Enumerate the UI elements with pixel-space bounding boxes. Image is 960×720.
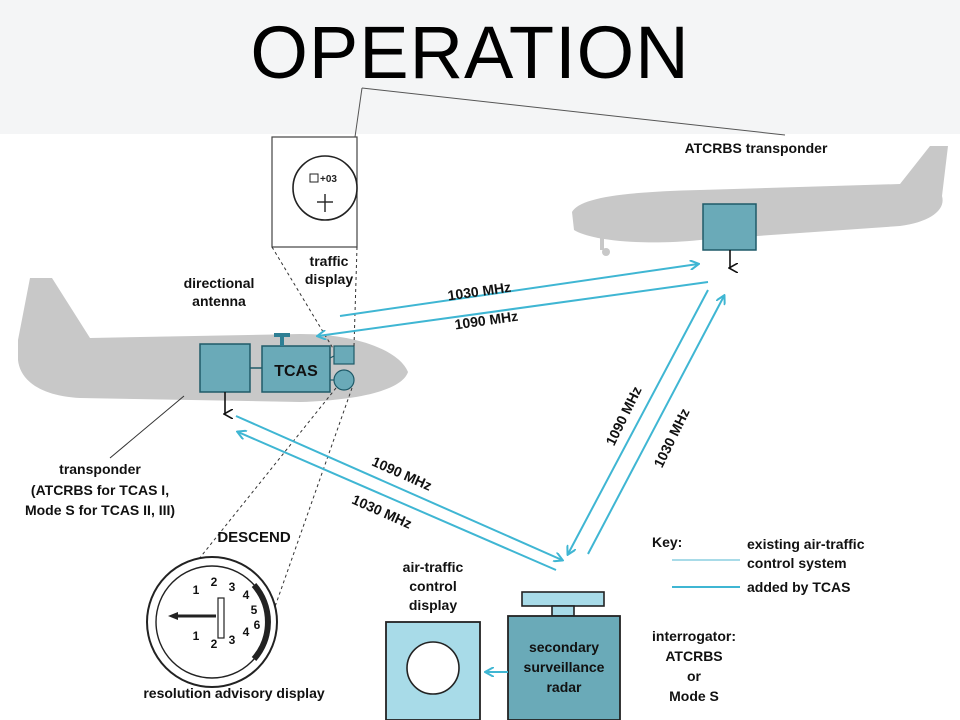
traffic-target-icon	[309, 173, 319, 183]
ra-dial-number: 4	[243, 625, 250, 639]
traffic-label: traffic	[310, 253, 349, 269]
directional-label: directional	[184, 275, 255, 291]
descend-label: DESCEND	[217, 529, 291, 546]
tcas-to-atcrbs-1030	[339, 264, 698, 317]
own-aircraft-icon	[317, 194, 333, 212]
display-label: display	[305, 271, 353, 287]
radar-to-atcrbs-1030	[587, 296, 724, 555]
traffic-display-scope	[292, 155, 358, 221]
transponder-sub2: Mode S for TCAS II, III)	[25, 502, 175, 518]
transponder-leader-line	[109, 395, 185, 459]
directional-antenna-icon	[274, 333, 290, 346]
atc-label-2: control	[409, 578, 456, 594]
transponder-label: transponder	[59, 461, 141, 477]
ra-dial	[146, 556, 278, 688]
interrogator-label-1: interrogator:	[652, 628, 736, 644]
legend-title: Key:	[652, 534, 682, 550]
interrogator-label-3: or	[687, 668, 702, 684]
transponder-sub1: (ATCRBS for TCAS I,	[31, 482, 169, 498]
interrogator-label-2: ATCRBS	[665, 648, 722, 664]
zoom-line-left	[354, 87, 363, 138]
tcas-transponder-to-radar-1090	[235, 415, 562, 560]
zoom-line-right	[361, 87, 786, 136]
traffic-altitude-readout: +03	[320, 174, 337, 185]
ra-dial-number: 3	[229, 580, 236, 594]
atcrbs-to-tcas-1090	[318, 281, 709, 336]
ra-display-label: resolution advisory display	[143, 685, 324, 701]
ra-display-unit	[333, 369, 355, 391]
ra-dial-number: 6	[254, 618, 261, 632]
ssr-label-3: radar	[546, 679, 582, 695]
interrogator-label-4: Mode S	[669, 688, 719, 704]
tcas-unit-label: TCAS	[274, 363, 318, 380]
page-title: OPERATION	[250, 11, 690, 94]
ssr-label-2: surveillance	[524, 659, 605, 675]
legend-existing-2: control system	[747, 555, 847, 571]
legend-existing-1: existing air-traffic	[747, 536, 865, 552]
legend-added: added by TCAS	[747, 579, 850, 595]
ssr-antenna	[521, 591, 605, 617]
ra-dial-number: 1	[193, 583, 200, 597]
ra-dial-number: 1	[193, 629, 200, 643]
radar-to-tcas-transponder-1030	[238, 432, 557, 571]
ssr-box	[507, 615, 621, 720]
ssr-label-1: secondary	[529, 639, 599, 655]
ra-dial-number: 2	[211, 575, 218, 589]
atc-display-box	[385, 621, 481, 720]
ra-dial-number: 5	[251, 603, 258, 617]
traffic-display-unit	[333, 345, 355, 365]
atc-label-3: display	[409, 597, 457, 613]
atcrbs-aircraft	[572, 146, 948, 256]
atcrbs-transponder-label: ATCRBS transponder	[685, 140, 828, 156]
antenna-label: antenna	[192, 293, 246, 309]
tcas-transponder-box	[199, 343, 251, 393]
ra-dial-number: 4	[243, 588, 250, 602]
atc-display-screen	[406, 641, 460, 695]
legend: Key: existing air-traffic control system…	[652, 534, 865, 595]
atcrbs-transponder-box	[702, 203, 757, 251]
ra-dial-number: 2	[211, 637, 218, 651]
ra-dial-number: 3	[229, 633, 236, 647]
atc-label-1: air-traffic	[403, 559, 464, 575]
atcrbs-to-radar-1090	[568, 289, 709, 554]
tcas-unit	[261, 345, 331, 393]
